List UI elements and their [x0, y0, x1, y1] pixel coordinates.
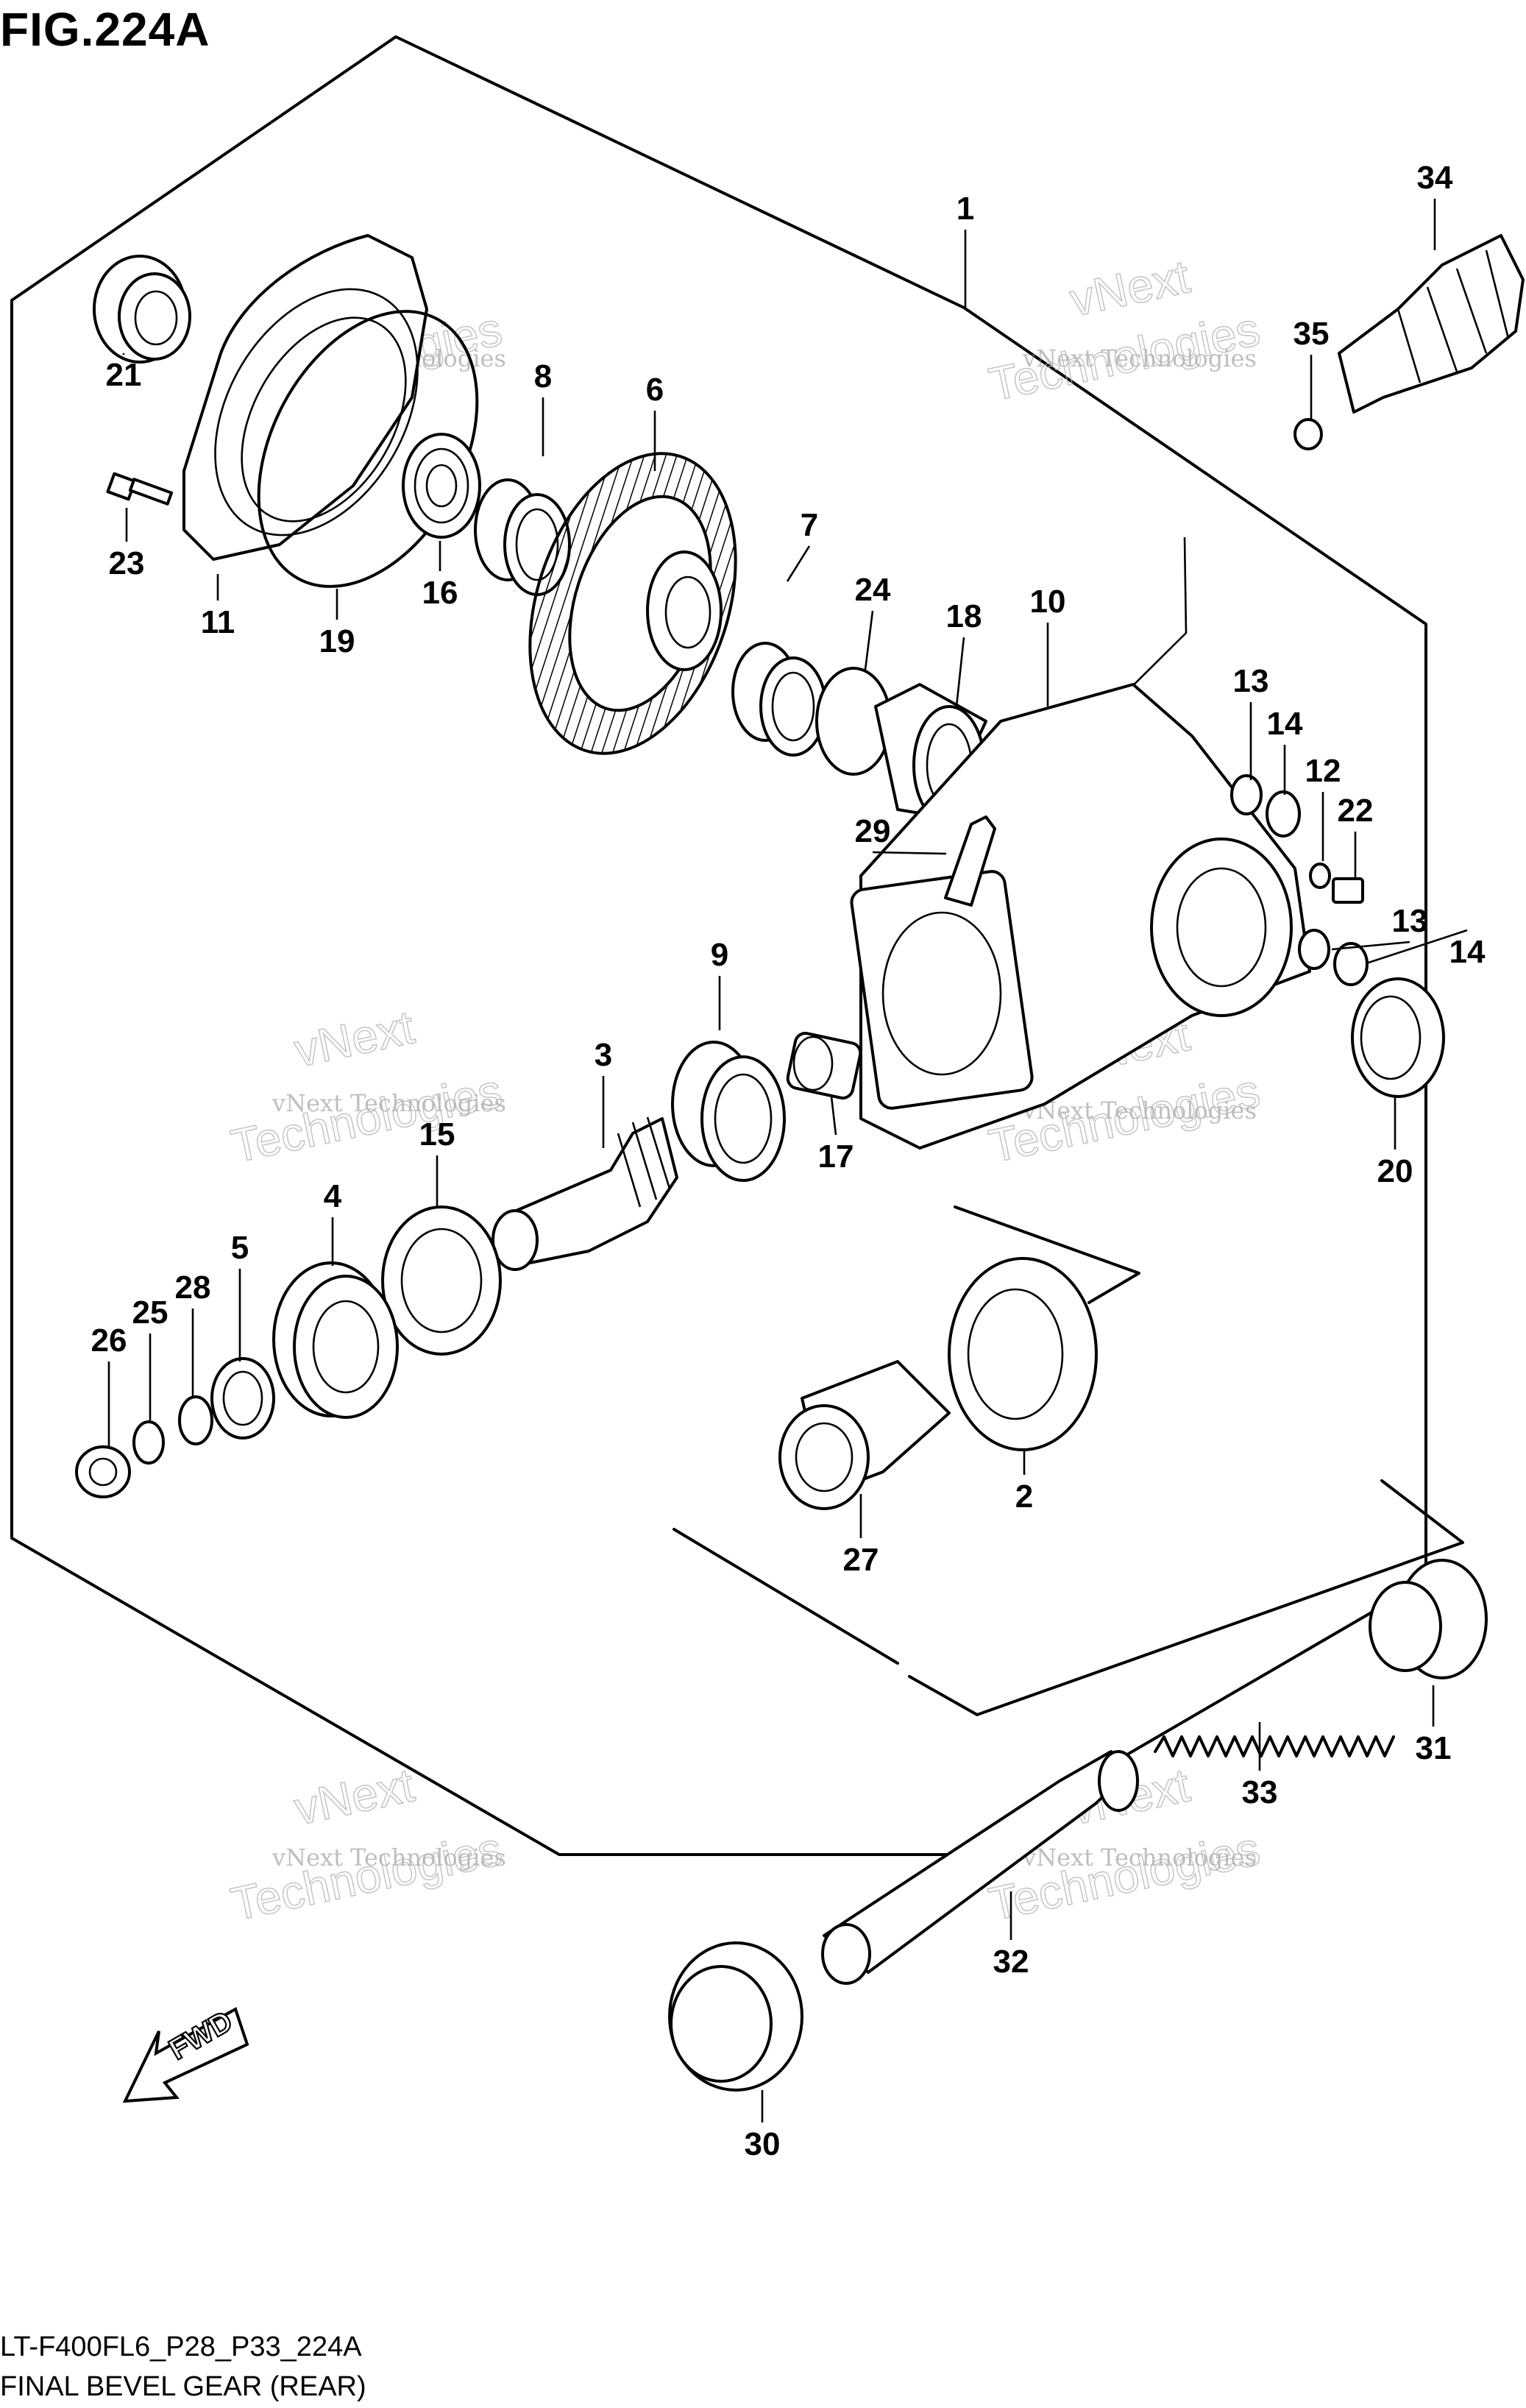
part-cap-31: [1369, 1559, 1488, 1679]
part-spring-33: [1154, 1735, 1395, 1757]
part-plug-14a: [1266, 790, 1301, 838]
callout-label-14: 14: [1449, 934, 1486, 970]
svg-text:Technologies: Technologies: [984, 302, 1264, 411]
callout-leader-14: [1368, 929, 1468, 964]
svg-text:Technologies: Technologies: [227, 1064, 506, 1173]
callout-label-1: 1: [957, 191, 974, 227]
part-boot-34: [1338, 234, 1525, 414]
part-spacer-5: [210, 1357, 275, 1440]
callout-leader-13: [1331, 941, 1410, 951]
svg-text:vNext: vNext: [1065, 249, 1194, 326]
part-washer-13a: [1230, 774, 1263, 815]
callout-label-16: 16: [422, 575, 458, 611]
part-washer-25: [132, 1420, 165, 1465]
callout-label-24: 24: [855, 572, 891, 608]
callout-label-11: 11: [201, 604, 235, 640]
part-oil-seal-21: [93, 255, 191, 364]
callout-label-6: 6: [646, 372, 664, 408]
callout-label-21: 21: [106, 357, 142, 393]
svg-text:vNext: vNext: [290, 1758, 419, 1835]
callout-label-30: 30: [745, 2126, 781, 2162]
part-needle-bearing-27: [778, 1360, 951, 1510]
part-bearing-15: [381, 1205, 502, 1356]
part-bearing-16: [402, 433, 481, 539]
part-nut-26: [75, 1445, 131, 1498]
svg-text:vNext Technologies: vNext Technologies: [272, 1844, 506, 1871]
callout-label-13: 13: [1233, 663, 1269, 699]
callout-label-13: 13: [1392, 903, 1428, 939]
callout-label-23: 23: [109, 545, 145, 581]
callout-leader-24: [864, 610, 874, 670]
callout-label-22: 22: [1338, 793, 1374, 829]
callout-label-27: 27: [843, 1542, 879, 1578]
callout-label-33: 33: [1242, 1774, 1278, 1810]
part-shim-9: [671, 1041, 786, 1182]
callout-label-7: 7: [801, 507, 818, 543]
callout-label-35: 35: [1293, 316, 1330, 352]
callout-label-2: 2: [1015, 1479, 1033, 1515]
svg-text:vNext Technologies: vNext Technologies: [1022, 1097, 1257, 1125]
bracket-seal-set-lower: [672, 1528, 899, 1665]
callout-leader-18: [955, 637, 965, 707]
callout-label-31: 31: [1416, 1730, 1452, 1766]
part-bolt-22: [1332, 877, 1364, 904]
part-clamp-35: [1293, 418, 1323, 450]
callout-label-12: 12: [1305, 753, 1341, 789]
svg-text:vNext Technologies: vNext Technologies: [272, 1089, 506, 1117]
part-shim-7: [731, 642, 827, 757]
callout-leader-17: [830, 1096, 837, 1136]
part-breather-29: [944, 815, 996, 907]
bracket-seal-set: [954, 1205, 1140, 1304]
callout-label-4: 4: [324, 1178, 342, 1214]
part-bolt-23: [106, 472, 174, 506]
callout-label-28: 28: [175, 1269, 211, 1306]
callout-label-10: 10: [1030, 584, 1066, 620]
part-o-ring-28: [178, 1395, 213, 1445]
bracket-shaft-set: [908, 1479, 1464, 1716]
part-needle-bearing-17: [786, 1032, 862, 1099]
model-code: LT-F400FL6_P28_P33_224A: [0, 2331, 362, 2362]
part-bearing-4: [272, 1261, 399, 1419]
callout-label-8: 8: [534, 358, 552, 394]
callout-label-9: 9: [711, 937, 728, 973]
part-gear-case-10: [850, 683, 1311, 1150]
callout-label-32: 32: [993, 1944, 1029, 1980]
part-case-cover-11: [182, 234, 428, 561]
svg-text:vNext: vNext: [290, 1000, 419, 1077]
svg-text:Technologies: Technologies: [227, 1822, 506, 1931]
part-washer-13b: [1298, 929, 1330, 970]
figure-caption: FINAL BEVEL GEAR (REAR): [0, 2371, 366, 2402]
part-oil-seal-2: [948, 1257, 1098, 1451]
part-ring-gear-6: [528, 452, 737, 755]
part-shaft-32: [821, 1750, 1139, 1985]
callout-label-19: 19: [319, 623, 355, 659]
callout-label-26: 26: [91, 1322, 127, 1359]
callout-label-14: 14: [1267, 706, 1303, 742]
part-washer-12: [1309, 863, 1331, 889]
part-drive-pinion-3: [491, 1116, 678, 1271]
part-boot-30: [668, 1941, 803, 2092]
callout-label-29: 29: [855, 813, 891, 849]
fwd-arrow: FWD: [122, 2004, 249, 2103]
figure-title: FIG.224A: [0, 3, 210, 56]
callout-label-3: 3: [595, 1037, 612, 1073]
callout-label-17: 17: [818, 1139, 854, 1175]
callout-label-18: 18: [946, 598, 982, 634]
svg-text:vNext Technologies: vNext Technologies: [1022, 1844, 1257, 1871]
callout-label-34: 34: [1417, 160, 1453, 196]
part-plug-14b: [1333, 942, 1369, 986]
callout-label-20: 20: [1377, 1153, 1413, 1189]
callout-layer: 1234567891011121313141415161718192021222…: [91, 160, 1486, 2162]
part-oil-seal-20: [1351, 977, 1445, 1098]
callout-label-25: 25: [132, 1295, 168, 1331]
callout-leader-29: [872, 851, 947, 855]
callout-label-15: 15: [419, 1116, 455, 1152]
callout-label-5: 5: [231, 1230, 249, 1266]
callout-leader-7: [786, 545, 811, 582]
svg-text:vNext Technologies: vNext Technologies: [1022, 344, 1257, 372]
